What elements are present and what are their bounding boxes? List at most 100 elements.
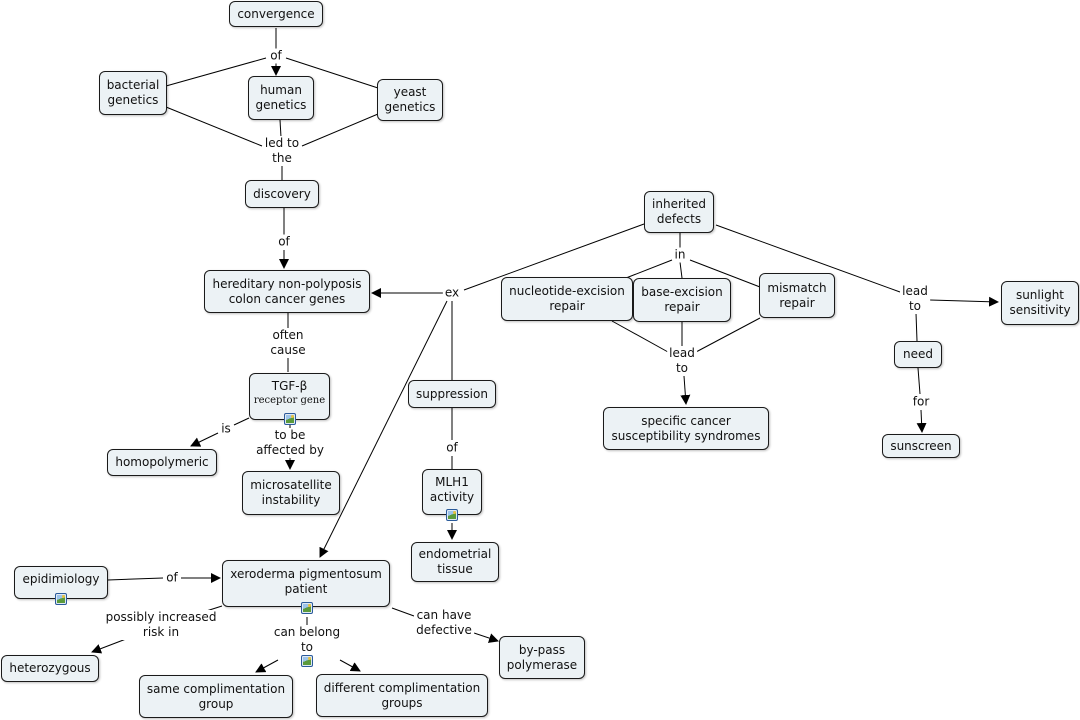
concept-discovery[interactable]: discovery: [245, 180, 319, 208]
link-label-to-be-affected-by: to be affected by: [254, 428, 326, 458]
concept-xeroderma-pigmentosum-patient[interactable]: xeroderma pigmentosum patient: [222, 560, 390, 607]
concept-human-genetics[interactable]: human genetics: [248, 76, 314, 120]
connector-line: [255, 659, 279, 673]
connector-line: [715, 224, 901, 293]
concept-label: human genetics: [255, 83, 307, 112]
concept-image-icon[interactable]: [55, 593, 67, 605]
concept-label: nucleotide-excision repair: [509, 284, 625, 313]
connector-line: [611, 320, 669, 353]
concept-yeast-genetics[interactable]: yeast genetics: [377, 79, 443, 121]
concept-convergence[interactable]: convergence: [229, 1, 323, 27]
link-label-often-cause: often cause: [268, 328, 308, 358]
concept-same-complimentation-group[interactable]: same complimentation group: [139, 675, 293, 718]
concept-inherited-defects[interactable]: inherited defects: [644, 191, 714, 233]
concept-nucleotide-excision-repair[interactable]: nucleotide-excision repair: [501, 277, 633, 321]
concept-image-icon[interactable]: [301, 602, 313, 614]
concept-image-icon[interactable]: [284, 413, 296, 425]
concept-hnpcc-genes[interactable]: hereditary non-polyposis colon cancer ge…: [204, 270, 370, 313]
connector-line: [301, 113, 379, 147]
connector-line: [233, 417, 250, 426]
concept-label: endometrial tissue: [418, 547, 492, 576]
concept-label: different complimentation groups: [323, 680, 481, 710]
concept-sunscreen[interactable]: sunscreen: [882, 434, 960, 458]
connector-line: [916, 409, 927, 433]
link-label-of: of: [268, 48, 284, 64]
connector-line: [917, 367, 921, 395]
connector-line: [91, 638, 127, 654]
concept-homopolymeric[interactable]: homopolymeric: [107, 449, 217, 476]
concept-label: inherited defects: [652, 197, 706, 226]
connector-line: [279, 119, 282, 138]
connector-line: [391, 607, 415, 617]
concept-label: specific cancer susceptibility syndromes: [611, 413, 761, 443]
link-label-for: for: [910, 394, 932, 410]
link-label-lead-to: lead to: [667, 346, 697, 376]
connector-line: [285, 57, 379, 89]
concept-label: epidimiology: [22, 572, 100, 586]
concept-label: discovery: [253, 186, 311, 201]
concept-image-icon[interactable]: [446, 509, 458, 521]
concept-label: mismatch repair: [767, 280, 827, 310]
concept-suppression[interactable]: suppression: [408, 380, 496, 408]
connector-line: [689, 259, 761, 288]
concept-need[interactable]: need: [894, 341, 942, 368]
concept-label: TGF-β: [271, 379, 308, 393]
connector-line: [165, 57, 267, 87]
link-label-in: in: [672, 247, 688, 263]
connector-line: [339, 659, 361, 672]
concept-mlh1-activity[interactable]: MLH1 activity: [422, 469, 482, 515]
concept-label: same complimentation group: [146, 681, 286, 711]
concept-microsatellite-instability[interactable]: microsatellite instability: [242, 471, 340, 515]
connector-line: [319, 300, 448, 558]
connector-line: [190, 432, 219, 447]
concept-label: base-excision repair: [641, 285, 723, 314]
concept-specific-cancer-syndromes[interactable]: specific cancer susceptibility syndromes: [603, 407, 769, 450]
concept-mismatch-repair[interactable]: mismatch repair: [759, 273, 835, 318]
concept-label: microsatellite instability: [250, 478, 332, 507]
connector-line: [929, 296, 999, 307]
link-label-can-belong-to: can belong to: [271, 625, 343, 655]
concept-label: heterozygous: [9, 661, 91, 675]
connector-line: [473, 632, 499, 643]
concept-label: sunscreen: [890, 438, 952, 453]
link-label-possibly-increased-risk-in: possibly increased risk in: [103, 610, 219, 640]
concept-endometrial-tissue[interactable]: endometrial tissue: [411, 542, 499, 582]
connector-line: [463, 223, 645, 291]
concept-heterozygous[interactable]: heterozygous: [1, 655, 99, 682]
concept-label: by-pass polymerase: [506, 642, 578, 672]
link-label-of: of: [164, 570, 180, 586]
connector-line: [625, 259, 673, 279]
concept-label: convergence: [237, 6, 315, 21]
concept-bypass-polymerase[interactable]: by-pass polymerase: [499, 636, 585, 679]
link-label-ex: ex: [442, 285, 462, 301]
concept-base-excision-repair[interactable]: base-excision repair: [633, 278, 731, 322]
link-label-is: is: [219, 421, 233, 437]
concept-sunlight-sensitivity[interactable]: sunlight sensitivity: [1001, 281, 1079, 325]
concept-image-icon[interactable]: [301, 655, 313, 667]
link-label-lead-to: lead to: [900, 284, 930, 314]
link-label-of: of: [276, 234, 292, 250]
connector-line: [679, 261, 683, 279]
concept-label: homopolymeric: [115, 455, 209, 469]
concept-label: MLH1 activity: [429, 475, 475, 504]
connector-line: [680, 375, 691, 405]
link-label-of: of: [444, 440, 460, 456]
concept-different-complimentation-groups[interactable]: different complimentation groups: [316, 674, 488, 717]
concept-label: xeroderma pigmentosum patient: [230, 567, 382, 596]
link-label-led-to-the: led to the: [262, 136, 302, 166]
concept-label: suppression: [416, 386, 488, 401]
connector-line: [107, 577, 164, 581]
concept-sublabel: receptor gene: [253, 395, 326, 406]
concept-bacterial-genetics[interactable]: bacterial genetics: [99, 71, 167, 115]
connector-line: [695, 317, 761, 353]
concept-label: need: [903, 347, 933, 361]
concept-label: yeast genetics: [384, 85, 436, 114]
concept-tgf-beta-receptor-gene[interactable]: TGF-β receptor gene: [249, 373, 330, 420]
connector-line: [165, 106, 263, 147]
connector-line: [915, 312, 918, 342]
concept-label: hereditary non-polyposis colon cancer ge…: [212, 276, 362, 306]
concept-label: sunlight sensitivity: [1009, 288, 1071, 317]
link-label-can-have-defective: can have defective: [414, 608, 474, 638]
concept-label: bacterial genetics: [106, 78, 160, 107]
